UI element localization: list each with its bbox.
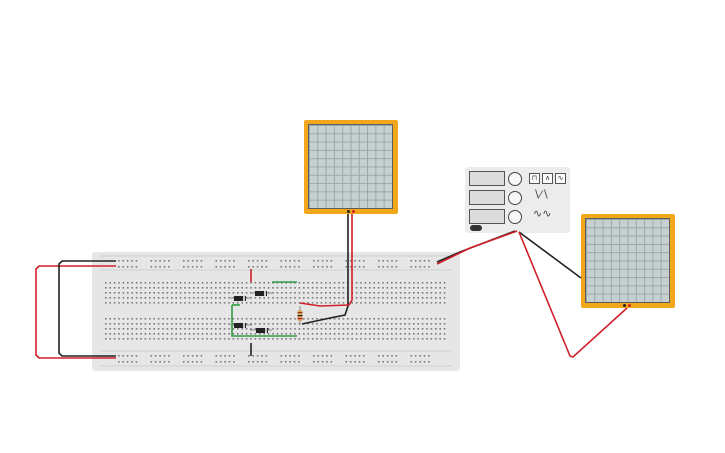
amplitude-display <box>469 190 505 205</box>
triangle-wave-button[interactable]: ∧ <box>542 173 553 184</box>
power-switch[interactable] <box>470 225 482 231</box>
oscilloscope-2[interactable] <box>581 214 675 308</box>
triangle-wave-icon: ∖∕∖ <box>533 189 549 201</box>
oscilloscope-2-pos-terminal[interactable] <box>628 304 631 307</box>
frequency-display <box>469 171 505 186</box>
oscilloscope-1-neg-terminal[interactable] <box>347 210 350 213</box>
breadboard[interactable] <box>92 252 460 371</box>
amplitude-knob[interactable] <box>508 191 522 205</box>
frequency-knob[interactable] <box>508 172 522 186</box>
square-wave-button[interactable]: ⊓ <box>529 173 540 184</box>
oscilloscope-2-screen <box>585 218 670 303</box>
sine-wave-button[interactable]: ∿ <box>555 173 566 184</box>
offset-display <box>469 209 505 224</box>
oscilloscope-1-pos-terminal[interactable] <box>352 210 355 213</box>
oscilloscope-1[interactable] <box>304 120 398 214</box>
sine-wave-icon: ∿∿ <box>533 208 552 220</box>
oscilloscope-2-neg-terminal[interactable] <box>623 304 626 307</box>
offset-knob[interactable] <box>508 210 522 224</box>
function-generator[interactable]: ⊓ ∧ ∿ ∖∕∖ ∿∿ <box>465 167 570 233</box>
oscilloscope-1-screen <box>308 124 393 209</box>
